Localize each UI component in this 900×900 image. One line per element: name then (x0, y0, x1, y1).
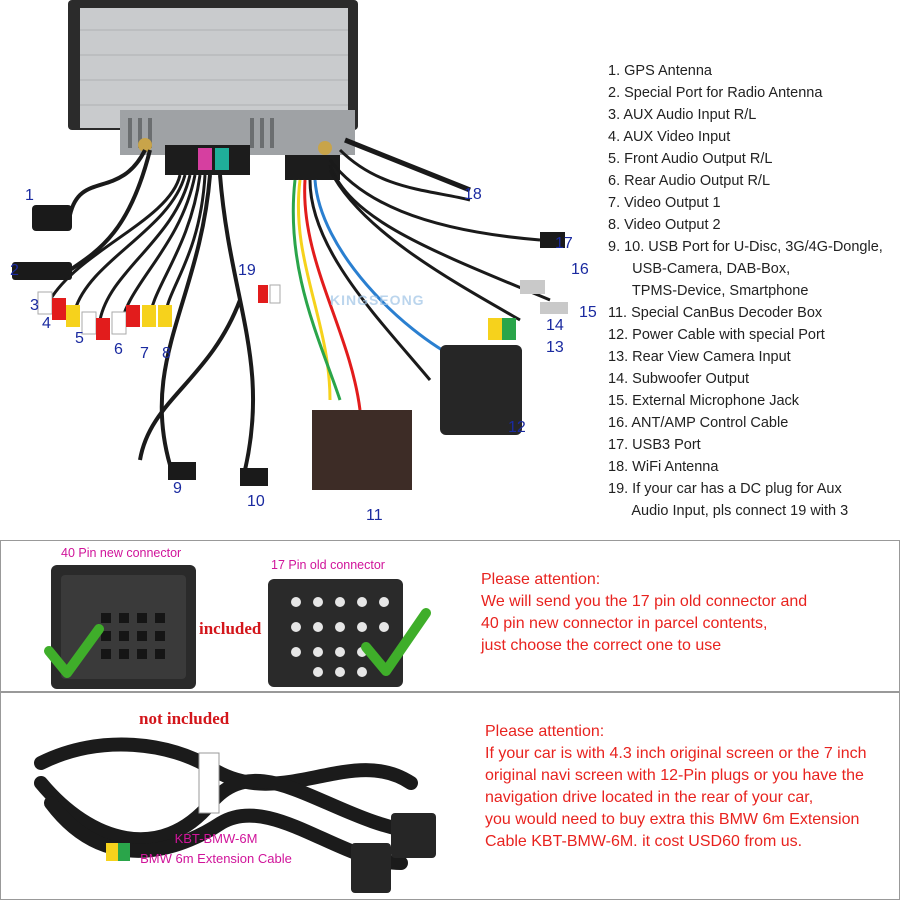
connector-panel: 40 Pin new connector 17 Pin old connecto… (0, 540, 900, 692)
callout-1: 1 (25, 187, 34, 204)
cable-attention-title: Please attention: (485, 723, 605, 740)
legend-item: 12. Power Cable with special Port (608, 327, 825, 343)
watermark: KINGSEONG (330, 292, 425, 308)
cable-attention-line: navigation drive located in the rear of … (485, 789, 814, 806)
old-connector-label: 17 Pin old connector (271, 558, 385, 572)
legend-item: 14. Subwoofer Output (608, 371, 750, 387)
cable-connector (351, 843, 391, 893)
usb-port-9 (168, 462, 196, 480)
legend-list: 1. GPS Antenna 2. Special Port for Radio… (608, 60, 898, 522)
connector-attention-title: Please attention: (481, 571, 601, 588)
gps-jack (138, 138, 152, 152)
head-unit-chassis (80, 8, 348, 128)
callout-13: 13 (546, 339, 564, 356)
rca-plugs (37, 291, 172, 340)
radio-antenna-port (12, 262, 72, 280)
legend-item: 9. 10. USB Port for U-Disc, 3G/4G-Dongle… (608, 239, 883, 255)
cable-attention-line: original navi screen with 12-Pin plugs o… (485, 767, 864, 784)
legend-item: 6. Rear Audio Output R/L (608, 173, 771, 189)
legend-item: 1. GPS Antenna (608, 63, 712, 79)
callout-5: 5 (75, 330, 84, 347)
subwoofer-plug (502, 318, 516, 340)
legend-item: 8. Video Output 2 (608, 217, 721, 233)
connector-17pin (268, 579, 431, 687)
callout-11: 11 (366, 507, 383, 524)
included-label: included (199, 619, 262, 638)
legend-item: 16. ANT/AMP Control Cable (608, 415, 789, 431)
legend-item: Audio Input, pls connect 19 with 3 (608, 503, 849, 519)
callout-9: 9 (173, 480, 182, 497)
cable-name-label: BMW 6m Extension Cable (140, 851, 292, 866)
new-connector-label: 40 Pin new connector (61, 546, 182, 560)
cable-plug (106, 843, 118, 861)
callout-7: 7 (140, 345, 149, 362)
connector-40pin (44, 565, 196, 689)
legend-item: 15. External Microphone Jack (608, 393, 800, 409)
legend-item: 13. Rear View Camera Input (608, 349, 791, 365)
legend-item: 18. WiFi Antenna (608, 459, 719, 475)
usb-port-10 (240, 468, 268, 486)
not-included-label: not included (139, 709, 230, 728)
callout-19: 19 (238, 262, 256, 279)
legend-item: 5. Front Audio Output R/L (608, 151, 773, 167)
legend-item: 3. AUX Audio Input R/L (608, 107, 757, 123)
callout-12: 12 (508, 419, 526, 436)
power-connector-12 (440, 345, 522, 435)
legend-item: TPMS-Device, Smartphone (608, 283, 809, 299)
cable-attention-line: you would need to buy extra this BMW 6m … (485, 811, 860, 828)
wiring-diagram: 1 2 3 4 5 6 7 8 9 10 11 12 13 14 15 16 1… (0, 0, 600, 535)
connector-attention-line: We will send you the 17 pin old connecto… (481, 593, 808, 610)
gps-antenna (32, 205, 72, 231)
legend-item: 4. AUX Video Input (608, 129, 731, 145)
wifi-antenna (344, 137, 471, 193)
microphone-jack (540, 302, 568, 314)
usb-plug-pink (198, 148, 212, 170)
callout-8: 8 (162, 345, 171, 362)
extension-cable-image (34, 737, 436, 893)
callout-17: 17 (555, 235, 573, 252)
cable-tie (198, 752, 220, 814)
callout-18: 18 (464, 186, 482, 203)
check-icon (361, 608, 431, 676)
cable-plug (118, 843, 130, 861)
usb3-cable (328, 159, 541, 242)
callout-10: 10 (247, 493, 265, 510)
callout-2: 2 (10, 262, 19, 279)
check-icon (44, 624, 104, 678)
usb3-port (540, 232, 565, 248)
extension-cable-panel: not included KBT-BMW-6M BMW 6m Extension… (0, 692, 900, 900)
callout-15: 15 (579, 304, 597, 321)
callout-14: 14 (546, 317, 564, 334)
cable-code-label: KBT-BMW-6M (174, 831, 258, 846)
cable-connector (391, 813, 436, 858)
cable-attention-line: If your car is with 4.3 inch original sc… (485, 745, 867, 762)
canbus-decoder-box (312, 410, 412, 490)
connector-attention-line: just choose the correct one to use (481, 637, 722, 654)
connector-attention-line: 40 pin new connector in parcel contents, (481, 615, 768, 632)
callout-6: 6 (114, 341, 123, 358)
wiring-illustration (12, 0, 568, 490)
cable-attention-line: Cable KBT-BMW-6M. it cost USD60 from us. (485, 833, 803, 850)
ant-amp-plug (520, 280, 545, 294)
usb-plug-teal (215, 148, 229, 170)
legend-item: 17. USB3 Port (608, 437, 701, 453)
legend-item: 2. Special Port for Radio Antenna (608, 85, 823, 101)
legend-item: 19. If your car has a DC plug for Aux (608, 481, 842, 497)
callout-4: 4 (42, 315, 51, 332)
legend-item: 11. Special CanBus Decoder Box (608, 305, 823, 321)
camera-input-plug (488, 318, 502, 340)
legend-item: 7. Video Output 1 (608, 195, 721, 211)
callout-3: 3 (30, 297, 39, 314)
callout-16: 16 (571, 261, 589, 278)
legend-item: USB-Camera, DAB-Box, (608, 261, 791, 277)
wifi-jack (318, 141, 332, 155)
aux-dc-plug (258, 284, 281, 304)
